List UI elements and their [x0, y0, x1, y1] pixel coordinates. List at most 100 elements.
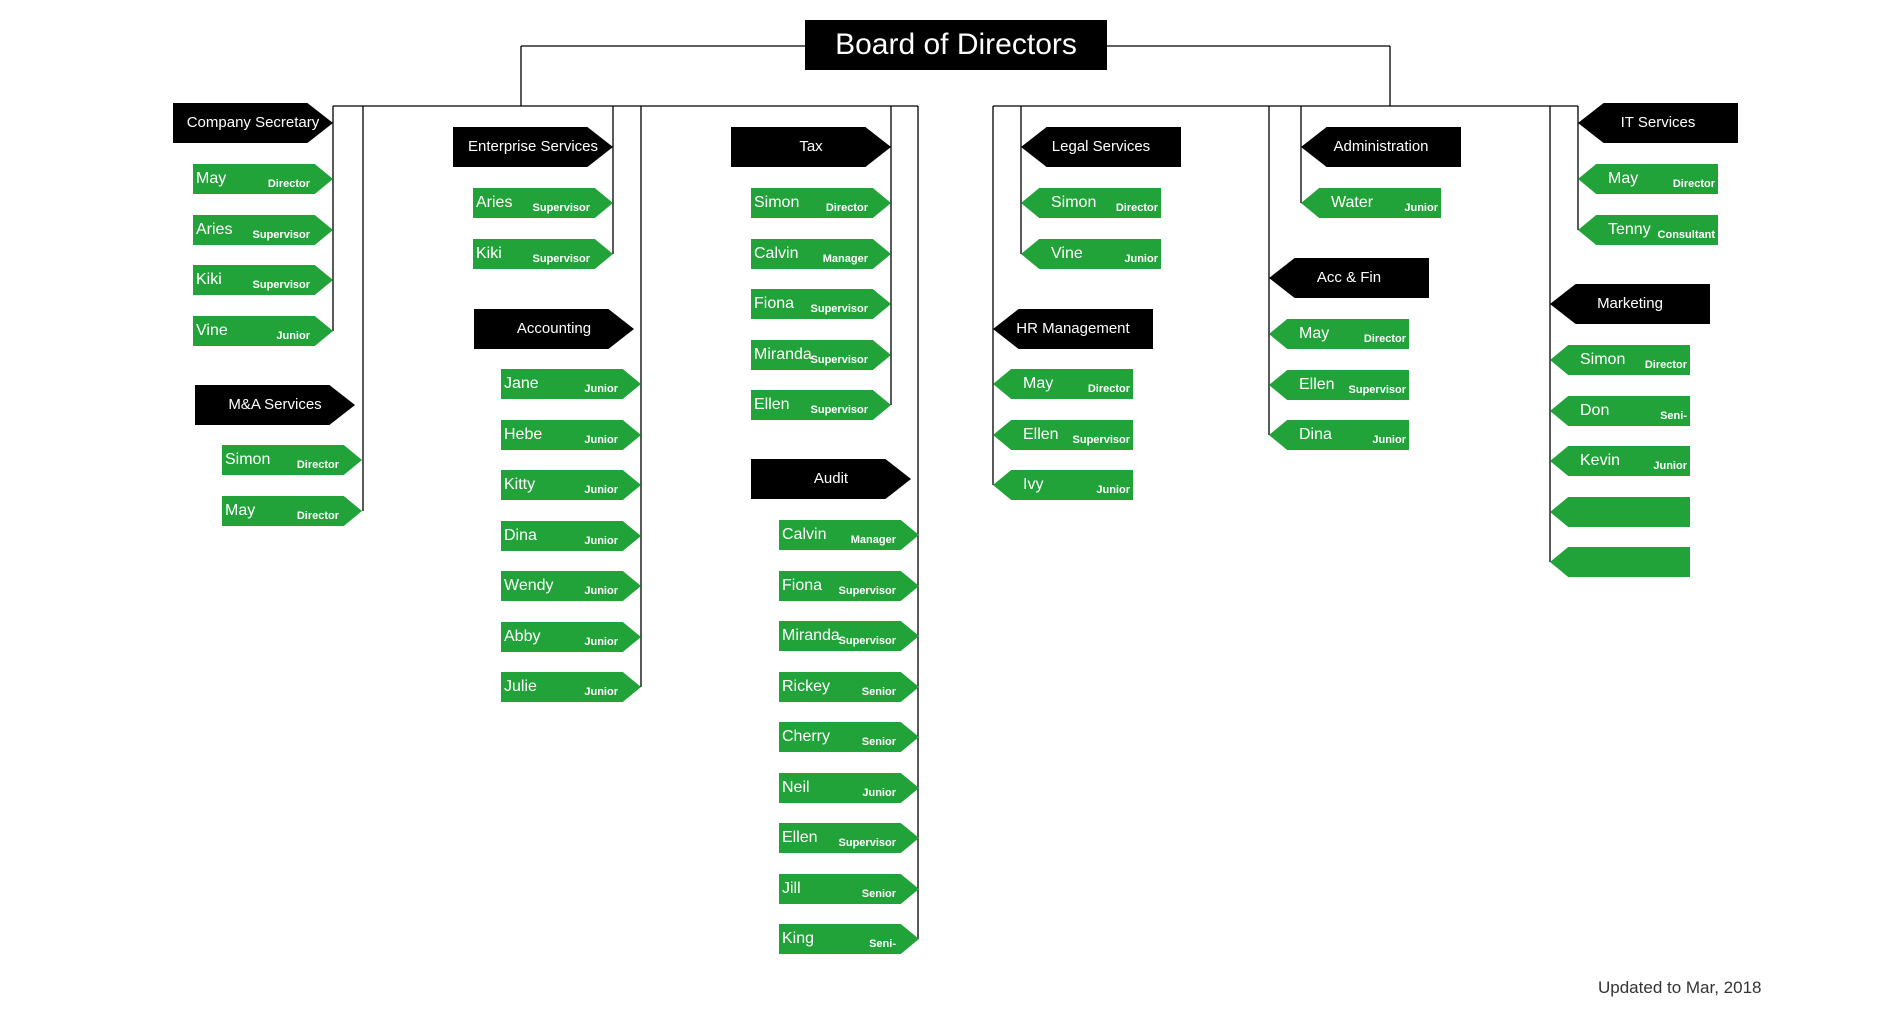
member-role: Director — [1672, 178, 1715, 190]
member-name: Dina — [1299, 426, 1332, 443]
member-name: Ellen — [754, 396, 790, 413]
member-name: Simon — [754, 194, 800, 211]
member-role: Junior — [1372, 434, 1406, 446]
member-company-secretary-4: Vine Junior — [193, 316, 333, 346]
member-name: May — [1299, 325, 1330, 342]
member-role: Supervisor — [252, 229, 310, 241]
member-role: Seni- — [869, 938, 896, 950]
member-name: Kiki — [196, 271, 222, 288]
member-audit-6: Neil Junior — [779, 773, 919, 803]
member-role: Senior — [861, 888, 896, 900]
member-role: Junior — [584, 434, 618, 446]
member-name: May — [1608, 170, 1639, 187]
dept-it-services: IT Services — [1578, 103, 1738, 143]
member-it-services-1: May Director — [1578, 164, 1718, 194]
dept-m-a-services: M&A Services — [195, 385, 355, 425]
member-name: Kevin — [1580, 452, 1621, 469]
member-tax-2: Calvin Manager — [751, 239, 891, 269]
dept-company-secretary: Company Secretary — [173, 103, 333, 143]
member-name: Tenny — [1608, 221, 1651, 238]
member-name: Jill — [782, 880, 801, 897]
member-name: Vine — [196, 322, 228, 339]
member-name: Ellen — [782, 829, 818, 846]
dept-hr-management: HR Management — [993, 309, 1153, 349]
member-name: Vine — [1051, 245, 1083, 262]
dept-administration: Administration — [1301, 127, 1461, 167]
member-role: Director — [296, 510, 339, 522]
member-accounting-2: Hebe Junior — [501, 420, 641, 450]
member-role: Director — [296, 459, 339, 471]
member-name: Miranda — [782, 627, 840, 644]
member-name: Neil — [782, 779, 810, 796]
member-name: Jane — [504, 375, 539, 392]
member-name: Dina — [504, 527, 537, 544]
member-name: King — [782, 930, 815, 947]
member-tax-1: Simon Director — [751, 188, 891, 218]
member-name: May — [225, 502, 256, 519]
member-marketing-1: Simon Director — [1550, 345, 1690, 375]
member-role: Manager — [850, 534, 896, 546]
member-name: Rickey — [782, 678, 831, 695]
member-role: Supervisor — [532, 253, 590, 265]
member-role: Junior — [1653, 460, 1687, 472]
member-name: Simon — [1580, 351, 1626, 368]
member-acc-fin-3: Dina Junior — [1269, 420, 1409, 450]
member-role: Junior — [584, 585, 618, 597]
member-role: Director — [1087, 383, 1130, 395]
updated-note: Updated to Mar, 2018 — [1598, 978, 1762, 997]
dept-tax: Tax — [731, 127, 891, 167]
member-name: Hebe — [504, 426, 543, 443]
member-audit-8: Jill Senior — [779, 874, 919, 904]
member-name: Simon — [1051, 194, 1097, 211]
dept-legal-services: Legal Services — [1021, 127, 1181, 167]
member-audit-1: Calvin Manager — [779, 520, 919, 550]
dept-enterprise-services: Enterprise Services — [453, 127, 613, 167]
member-role: Director — [1644, 359, 1687, 371]
member-role: Junior — [584, 636, 618, 648]
member-role: Director — [1115, 202, 1158, 214]
member-name: Calvin — [782, 526, 827, 543]
member-role: Senior — [861, 686, 896, 698]
dept-audit: Audit — [751, 459, 911, 499]
member-name: Fiona — [754, 295, 795, 312]
member-role: Director — [825, 202, 868, 214]
member-role: Director — [1363, 333, 1406, 345]
member-role: Supervisor — [838, 635, 896, 647]
member-name: Aries — [476, 194, 513, 211]
member-name: Calvin — [754, 245, 799, 262]
member-role: Supervisor — [810, 354, 868, 366]
member-hr-management-2: Ellen Supervisor — [993, 420, 1133, 450]
member-name: Ellen — [1023, 426, 1059, 443]
member-tax-3: Fiona Supervisor — [751, 289, 891, 319]
member-name: Ivy — [1023, 476, 1044, 493]
dept-acc-fin: Acc & Fin — [1269, 258, 1429, 298]
member-name: Simon — [225, 451, 271, 468]
member-role: Supervisor — [1072, 434, 1130, 446]
member-role: Manager — [822, 253, 868, 265]
member-name: Ellen — [1299, 376, 1335, 393]
member-role: Supervisor — [810, 303, 868, 315]
member-role: Junior — [276, 330, 310, 342]
member-role: Junior — [862, 787, 896, 799]
member-role: Supervisor — [1348, 384, 1406, 396]
member-marketing-4 — [1550, 497, 1690, 527]
member-name: Fiona — [782, 577, 823, 594]
member-role: Senior — [861, 736, 896, 748]
